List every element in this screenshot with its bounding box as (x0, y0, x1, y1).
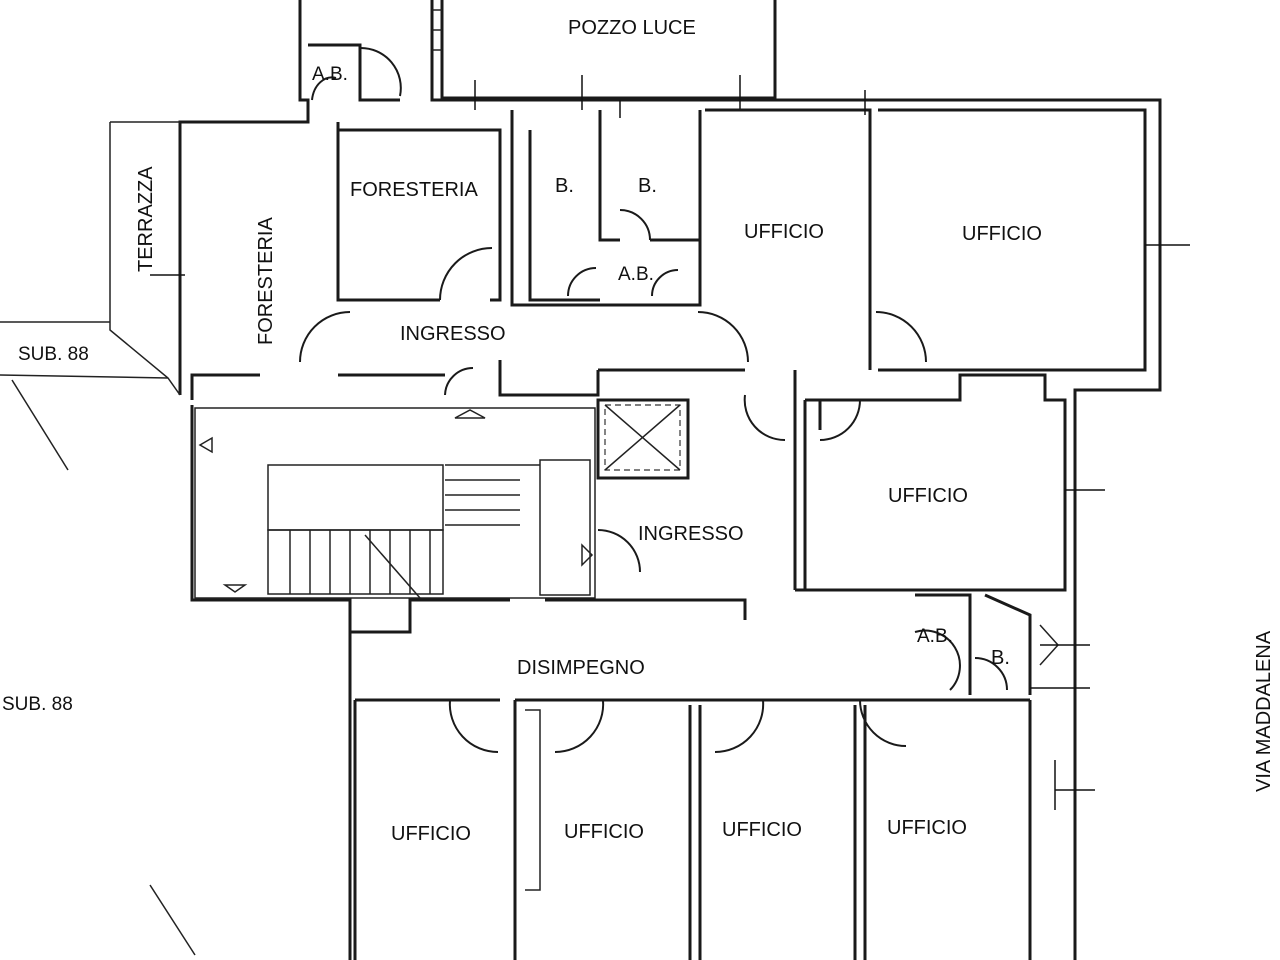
ufficio-top-rooms (705, 90, 1190, 372)
room-label-b-right: B. (638, 175, 657, 197)
central-bathrooms (474, 75, 741, 307)
room-label-ufficio-top-2: UFFICIO (962, 223, 1042, 245)
room-label-pozzo-luce: POZZO LUCE (568, 17, 696, 39)
room-label-ufficio-bottom-1: UFFICIO (391, 823, 471, 845)
room-label-ingresso-mid: INGRESSO (638, 523, 744, 545)
ingresso-mid (597, 370, 861, 590)
room-label-ingresso-top: INGRESSO (400, 323, 506, 345)
room-label-ufficio-bottom-4: UFFICIO (887, 817, 967, 839)
site-lines (0, 321, 196, 956)
bottom-right-bathrooms (914, 593, 1090, 695)
room-label-b-bottom: B. (991, 647, 1010, 669)
room-label-ab-top-left: A.B. (312, 64, 348, 85)
foresteria-rooms (190, 122, 502, 400)
stair-core (194, 407, 596, 599)
room-label-terrazza: TERRAZZA (135, 166, 157, 272)
exterior-walls (178, 0, 1162, 960)
room-label-ufficio-bottom-3: UFFICIO (722, 819, 802, 841)
room-label-ab-bottom: A.B. (917, 626, 953, 647)
ab-top-left-room (308, 43, 402, 102)
elevator (596, 398, 690, 480)
room-label-ufficio-bottom-2: UFFICIO (564, 821, 644, 843)
room-label-ufficio-top-1: UFFICIO (744, 221, 824, 243)
ufficio-bottom-rooms (353, 699, 1095, 960)
sub-label-top: SUB. 88 (18, 344, 89, 365)
pozzo-luce-area (432, 0, 775, 100)
terrazza-area (109, 121, 185, 396)
room-label-foresteria-vertical: FORESTERIA (255, 217, 277, 345)
room-label-ufficio-mid: UFFICIO (888, 485, 968, 507)
room-label-disimpegno: DISIMPEGNO (517, 657, 645, 679)
room-label-b-left: B. (555, 175, 574, 197)
ingresso-top-corridor (299, 311, 927, 397)
room-label-foresteria: FORESTERIA (350, 179, 478, 201)
ufficio-mid-room (803, 373, 1105, 592)
disimpegno-corridor (350, 588, 1030, 702)
sub-label-bottom: SUB. 88 (2, 694, 73, 715)
street-label: VIA MADDALENA (1253, 630, 1275, 792)
room-label-ab-mid: A.B. (618, 264, 654, 285)
